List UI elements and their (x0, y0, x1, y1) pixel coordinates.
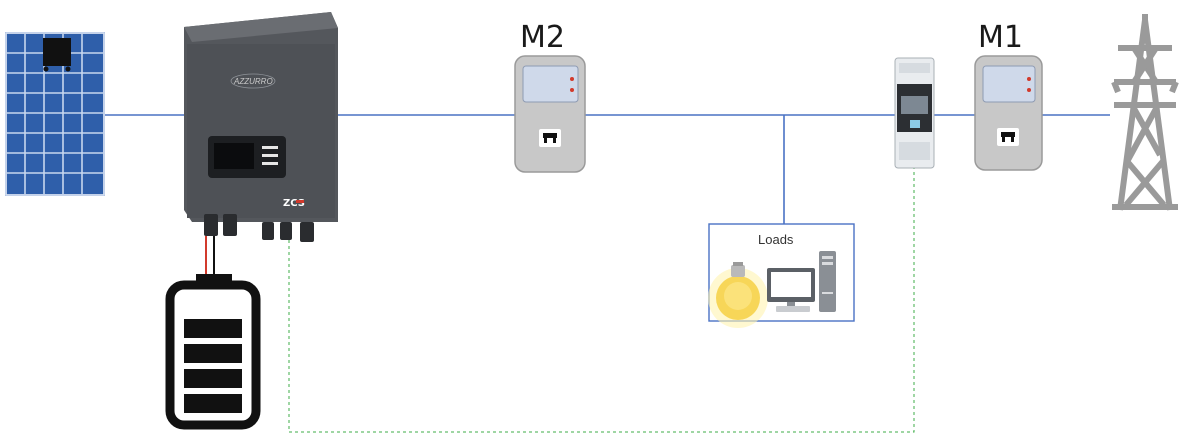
meter-label-m2: M2 (520, 20, 565, 55)
solar-panel-icon (5, 32, 105, 196)
meter-label-m1: M1 (978, 20, 1023, 55)
computer-icon (767, 251, 836, 312)
junction-box-icon (43, 38, 71, 66)
battery-icon (165, 274, 261, 430)
inverter-logo: ZCS (283, 198, 305, 209)
power-pylon-icon (1111, 14, 1179, 211)
comm-cable (288, 168, 915, 433)
energy-meter-icon (974, 55, 1043, 171)
loads-box: Loads (708, 223, 855, 328)
din-rail-meter-icon (894, 57, 935, 169)
inverter-brand: AZZURRO (233, 77, 273, 86)
loads-label: Loads (758, 232, 794, 247)
light-bulb-icon (708, 262, 768, 328)
energy-meter-icon (514, 55, 586, 173)
power-lines (104, 114, 1110, 224)
battery-cables (205, 236, 215, 278)
inverter-icon: AZZURRO ZCS (184, 12, 338, 242)
